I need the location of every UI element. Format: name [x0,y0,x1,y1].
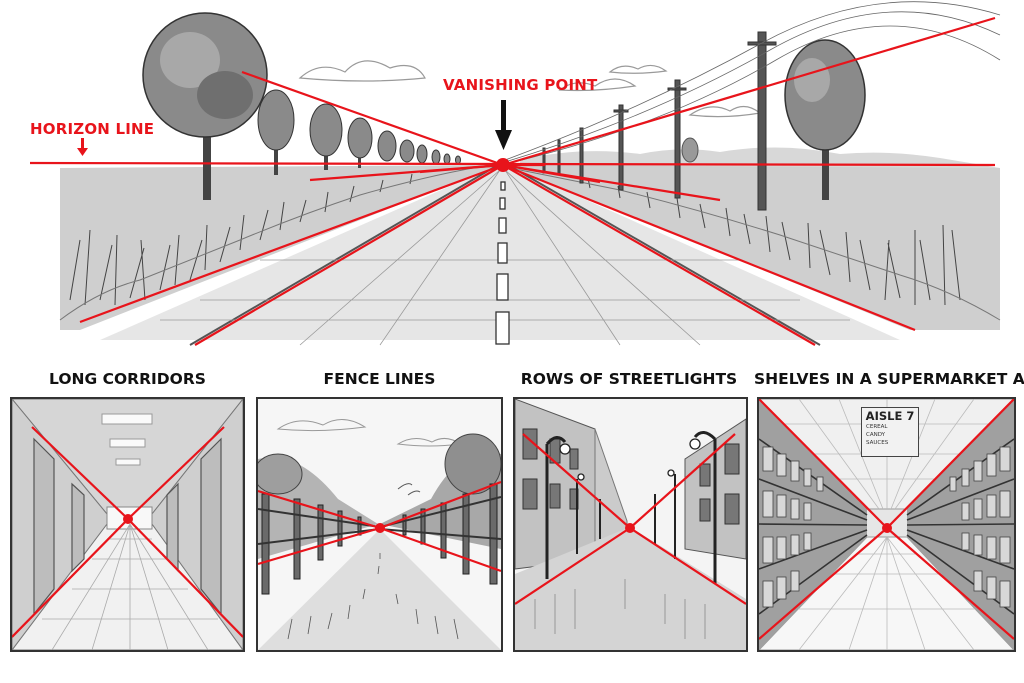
streetlights-panel [513,397,748,652]
aisle-sign: AISLE 7 CEREAL CANDY SAUCES [861,407,919,457]
center-dashes [495,181,510,345]
aisle-sign-heading: AISLE 7 [865,409,915,423]
aisle-sign-item: CANDY [866,432,886,438]
fence-panel [256,397,503,652]
supermarket-panel: AISLE 7 CEREAL CANDY SAUCES [757,397,1016,652]
power-lines [504,1,1001,165]
road-right-edge [507,164,821,346]
vanishing-arrow [495,100,512,150]
road-left-edge [189,164,499,346]
left-tree-row [142,12,461,200]
main-road-illustration [29,1,1001,346]
utility-poles [542,31,777,211]
main-vanishing-point-dot [496,158,510,172]
aisle-sign-item: CEREAL [866,424,888,430]
perspective-lines [29,16,996,346]
panel-title-fence: FENCE LINES [323,370,436,388]
corridor-panel [10,397,245,652]
supermarket-drawing [759,399,1014,650]
horizon-line-label: HORIZON LINE [30,120,155,138]
streetlights-drawing [515,399,746,650]
corridor-drawing [12,399,243,650]
clouds [298,60,762,118]
horizon-arrow [77,138,88,156]
right-grass [509,167,1001,321]
panel-title-supermarket: SHELVES IN A SUPERMARKET AISLE [754,370,1024,388]
panel-title-corridors: LONG CORRIDORS [49,370,206,388]
right-field [505,165,1000,330]
panel-title-streetlights: ROWS OF STREETLIGHTS [520,370,738,388]
fence-drawing [258,399,501,650]
left-grass [59,164,491,321]
aisle-sign-item: SAUCES [866,440,889,446]
road-scene-drawing [29,1,1001,346]
vanishing-point-label: VANISHING POINT [443,76,598,94]
